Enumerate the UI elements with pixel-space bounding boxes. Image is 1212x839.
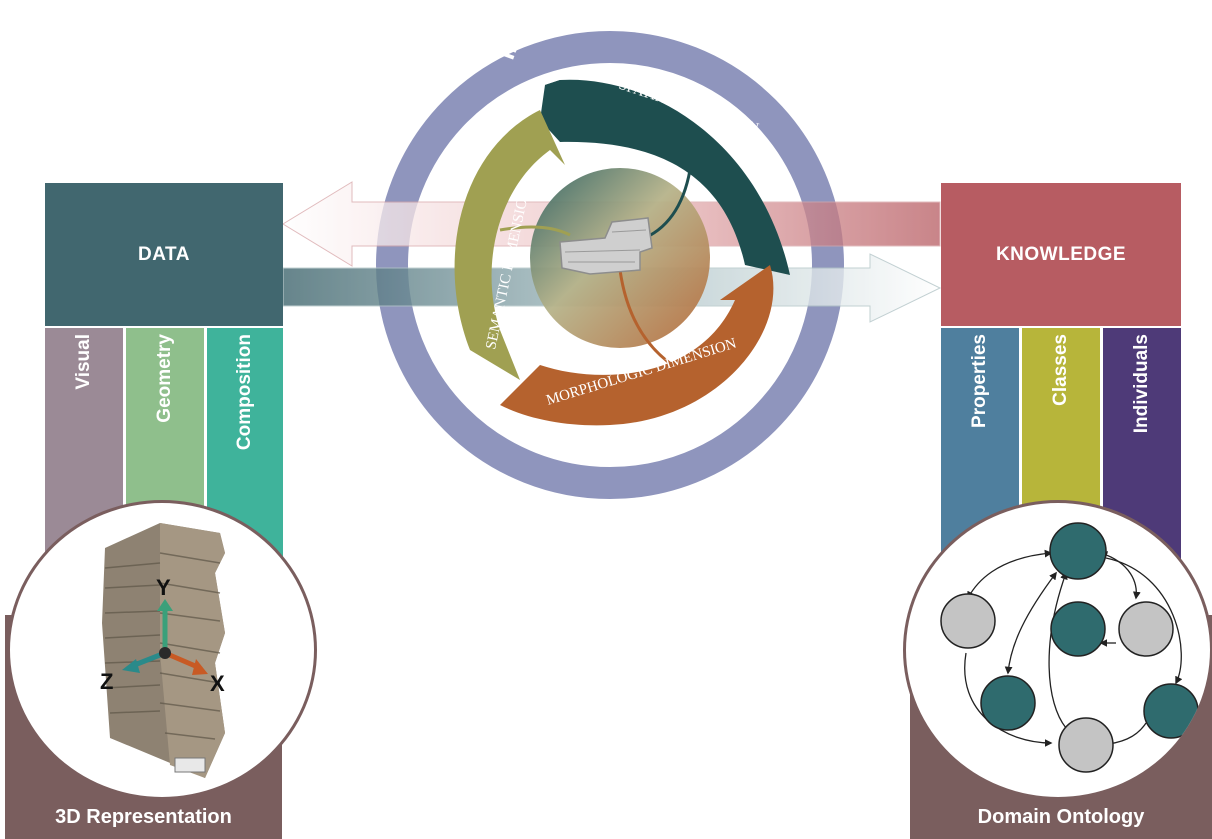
ontology-node — [1118, 601, 1174, 657]
knowledge-title: KNOWLEDGE — [995, 243, 1127, 265]
morphologic-dimension-arrow — [500, 265, 774, 426]
spatial-dimension-arrow — [545, 79, 790, 275]
individuals-label: Individuals — [1131, 334, 1152, 434]
y-axis-label: Y — [156, 575, 171, 600]
visual-label: Visual — [73, 334, 94, 390]
ontology-node — [1050, 601, 1106, 657]
composition-label: Composition — [234, 334, 255, 451]
information-ring — [376, 31, 844, 499]
ontology-node — [940, 593, 996, 649]
3d-representation-circle: Y X Z — [7, 500, 317, 800]
properties-label: Properties — [969, 334, 990, 428]
classes-label: Classes — [1050, 334, 1071, 406]
ontology-node — [980, 675, 1036, 731]
3d-representation-label: 3D Representation — [55, 806, 232, 828]
stone-fragment-image — [559, 217, 653, 275]
geometry-label: Geometry — [154, 334, 175, 423]
ontology-node — [1049, 522, 1107, 580]
knowledge-header: KNOWLEDGE — [941, 183, 1181, 326]
domain-ontology-circle — [903, 500, 1212, 800]
data-header: DATA — [45, 183, 283, 326]
domain-ontology-label: Domain Ontology — [977, 806, 1145, 828]
x-axis-label: X — [210, 671, 225, 696]
stone-pillar-image: Y X Z — [100, 523, 225, 778]
semantic-dimension-arrow — [454, 110, 565, 380]
z-axis-label: Z — [100, 669, 113, 694]
data-title: DATA — [138, 243, 190, 265]
ontology-node — [1058, 717, 1114, 773]
ontology-graph — [940, 522, 1199, 773]
